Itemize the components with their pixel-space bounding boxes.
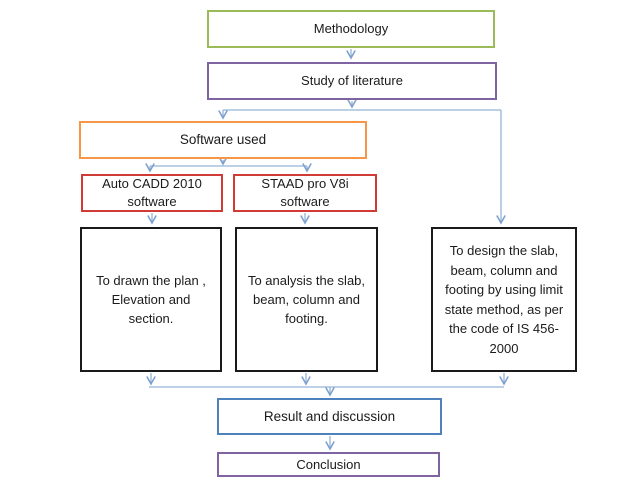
node-methodology-label: Methodology bbox=[313, 21, 389, 36]
node-result-discussion-label: Result and discussion bbox=[263, 408, 396, 424]
node-staad-software: STAAD pro V8i software bbox=[233, 174, 377, 212]
node-conclusion: Conclusion bbox=[217, 452, 440, 477]
node-design: To design the slab, beam, column and foo… bbox=[431, 227, 577, 372]
node-methodology: Methodology bbox=[207, 10, 495, 48]
node-study-of-literature: Study of literature bbox=[207, 62, 497, 100]
node-analysis: To analysis the slab, beam, column and f… bbox=[235, 227, 378, 372]
node-design-label: To design the slab, beam, column and foo… bbox=[444, 243, 564, 356]
node-conclusion-label: Conclusion bbox=[296, 456, 361, 472]
node-autocadd-software: Auto CADD 2010 software bbox=[81, 174, 223, 212]
node-software-used-label: Software used bbox=[179, 132, 267, 147]
node-analysis-label: To analysis the slab, beam, column and f… bbox=[247, 273, 366, 326]
node-staad-software-label: STAAD pro V8i software bbox=[261, 176, 349, 209]
node-result-discussion: Result and discussion bbox=[217, 398, 442, 435]
node-draw-plan-label: To drawn the plan , Elevation and sectio… bbox=[96, 273, 206, 326]
node-draw-plan: To drawn the plan , Elevation and sectio… bbox=[80, 227, 222, 372]
node-study-of-literature-label: Study of literature bbox=[301, 73, 403, 88]
node-software-used: Software used bbox=[79, 121, 367, 159]
node-autocadd-software-label: Auto CADD 2010 software bbox=[102, 176, 202, 209]
